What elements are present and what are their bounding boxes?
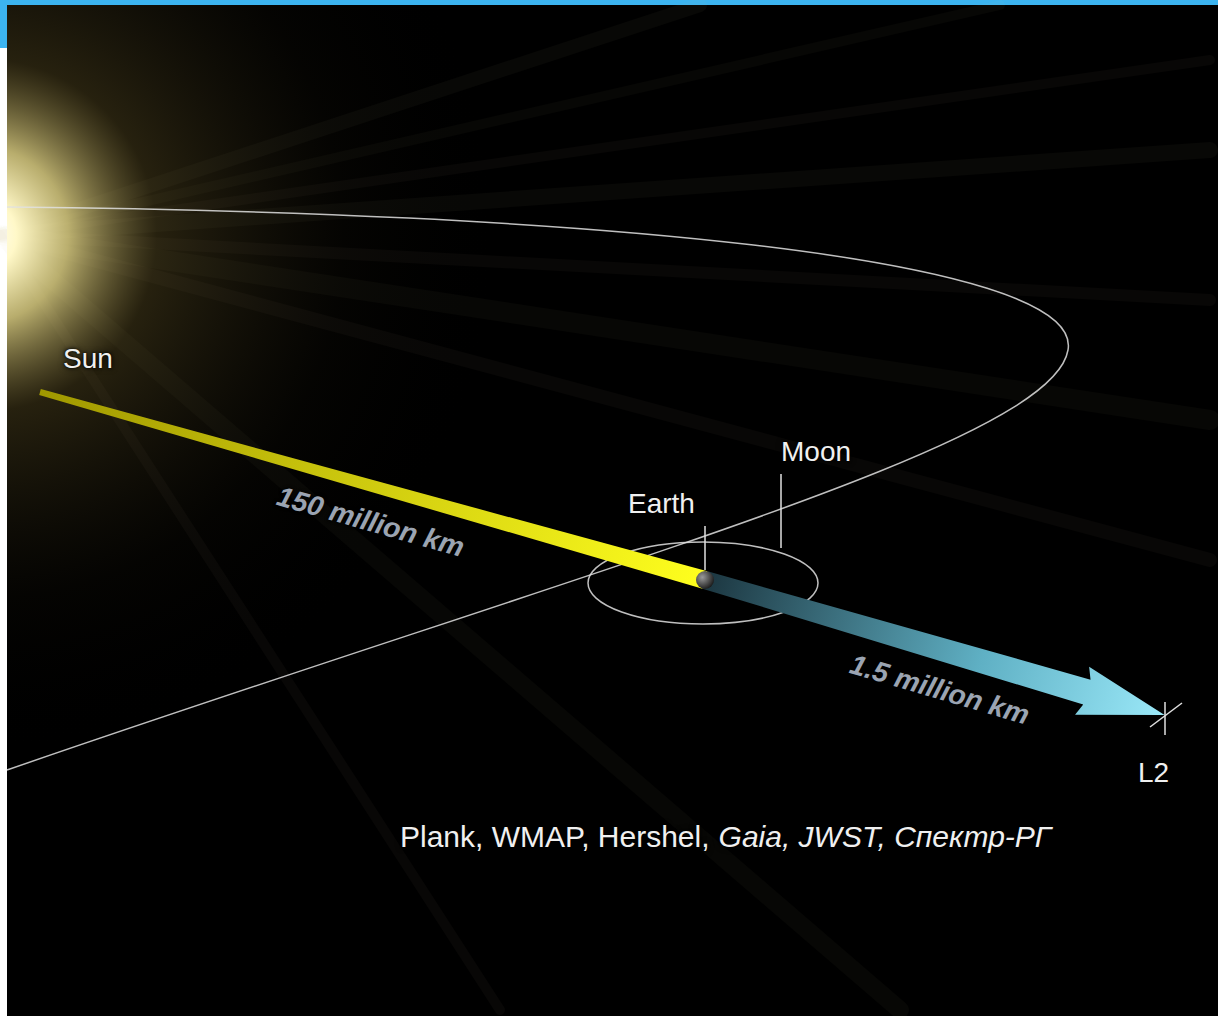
sun-earth-beam: [38, 383, 708, 588]
body-label: Earth: [628, 488, 695, 520]
l2-point-mark: [1150, 702, 1182, 735]
mission-list: Gaia, JWST, Спектр-РГ: [719, 820, 1052, 855]
mission-list: Plank, WMAP, Hershel,: [400, 820, 710, 855]
sun-glow: [7, 5, 1218, 1016]
earth-orbit: [7, 207, 1068, 770]
distance-label: 1.5 million km: [847, 648, 1034, 731]
space-background: [7, 5, 1218, 1016]
earth-l2-arrow: [698, 556, 1172, 739]
point-label: L2: [1138, 757, 1169, 789]
body-label: Sun: [63, 343, 113, 375]
body-label: Moon: [781, 436, 851, 468]
earth-sphere: [696, 571, 714, 589]
top-bar-corner: [0, 0, 7, 48]
distance-label: 150 million km: [273, 480, 467, 564]
moon-leader-line: [780, 474, 782, 548]
top-bar: [0, 0, 1218, 5]
earth-leader-line: [704, 526, 706, 570]
